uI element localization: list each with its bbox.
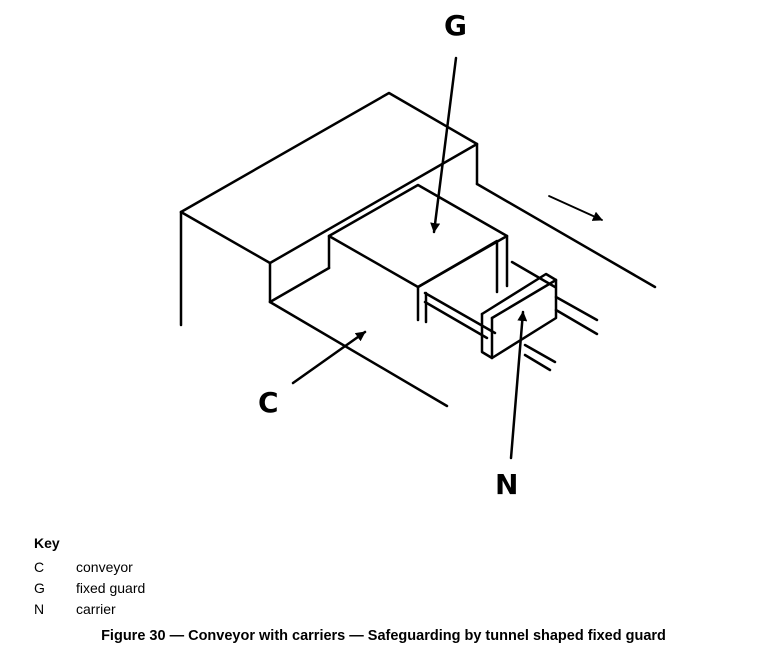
key-code: C <box>34 558 45 575</box>
direction-arrow <box>548 195 603 221</box>
key-row-carrier: N carrier <box>34 598 145 619</box>
callout-guard: G <box>444 9 467 42</box>
callout-carrier: N <box>495 468 519 501</box>
carrier <box>423 272 558 360</box>
leader-line-guard <box>430 56 458 234</box>
key-code: G <box>34 579 45 596</box>
leader-line-carrier <box>509 310 528 460</box>
fixed-guard <box>327 183 509 324</box>
key-legend: Key C conveyor G fixed guard N carrier <box>34 535 145 619</box>
key-description: fixed guard <box>76 579 146 596</box>
key-description: carrier <box>76 600 116 617</box>
key-row-conveyor: C conveyor <box>34 556 145 577</box>
key-code: N <box>34 600 45 617</box>
conveyor-diagram <box>179 56 657 460</box>
conveyor-frame <box>179 91 657 408</box>
key-row-guard: G fixed guard <box>34 577 145 598</box>
figure-caption: Figure 30 — Conveyor with carriers — Saf… <box>101 628 666 644</box>
conveyor-rails <box>510 260 599 372</box>
key-heading: Key <box>34 535 60 551</box>
key-description: conveyor <box>76 558 133 575</box>
callout-conveyor: C <box>258 386 279 419</box>
leader-line-conveyor <box>291 330 367 385</box>
